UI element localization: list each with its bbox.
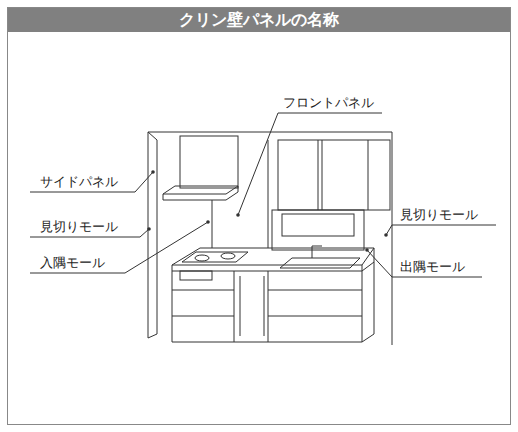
wall-outline (148, 132, 392, 345)
leader-dot (384, 233, 388, 237)
sink (280, 258, 360, 268)
leader-line (238, 113, 382, 215)
leader-line (386, 225, 496, 235)
window-inner (282, 214, 354, 236)
grill (180, 271, 212, 280)
drawers (172, 271, 362, 342)
title-band (8, 8, 510, 32)
front-panel-edge (212, 140, 268, 248)
shelf (163, 186, 238, 200)
cabinet-doors (318, 140, 368, 210)
upper-cabinet (180, 136, 238, 188)
leader-dot (147, 227, 151, 231)
title: クリン壁パネルの名称 (8, 10, 510, 30)
counter-side (362, 248, 374, 271)
side-panel (148, 132, 157, 338)
upper-cabinet (278, 140, 390, 210)
base-cabinet (172, 271, 362, 342)
window-box (272, 210, 364, 250)
burner (221, 253, 235, 259)
leader-dot (236, 213, 240, 217)
base-side (362, 262, 374, 342)
countertop (172, 248, 374, 265)
part-label: サイドパネル (40, 174, 118, 190)
faucet (312, 246, 322, 258)
narrow-drawer (240, 276, 264, 336)
leader-line (30, 172, 153, 192)
leader-dot (151, 170, 155, 174)
leader-dot (365, 248, 369, 252)
part-label: 出隅モール (400, 259, 465, 275)
leader-dot (206, 220, 210, 224)
leader-line (367, 250, 482, 277)
part-label: 見切りモール (40, 219, 118, 235)
frame (8, 8, 511, 425)
burner (195, 255, 209, 261)
part-label: 入隅モール (40, 255, 105, 271)
part-label: 見切りモール (400, 207, 478, 223)
part-label: フロントパネル (283, 95, 374, 111)
stove-top (182, 252, 248, 262)
